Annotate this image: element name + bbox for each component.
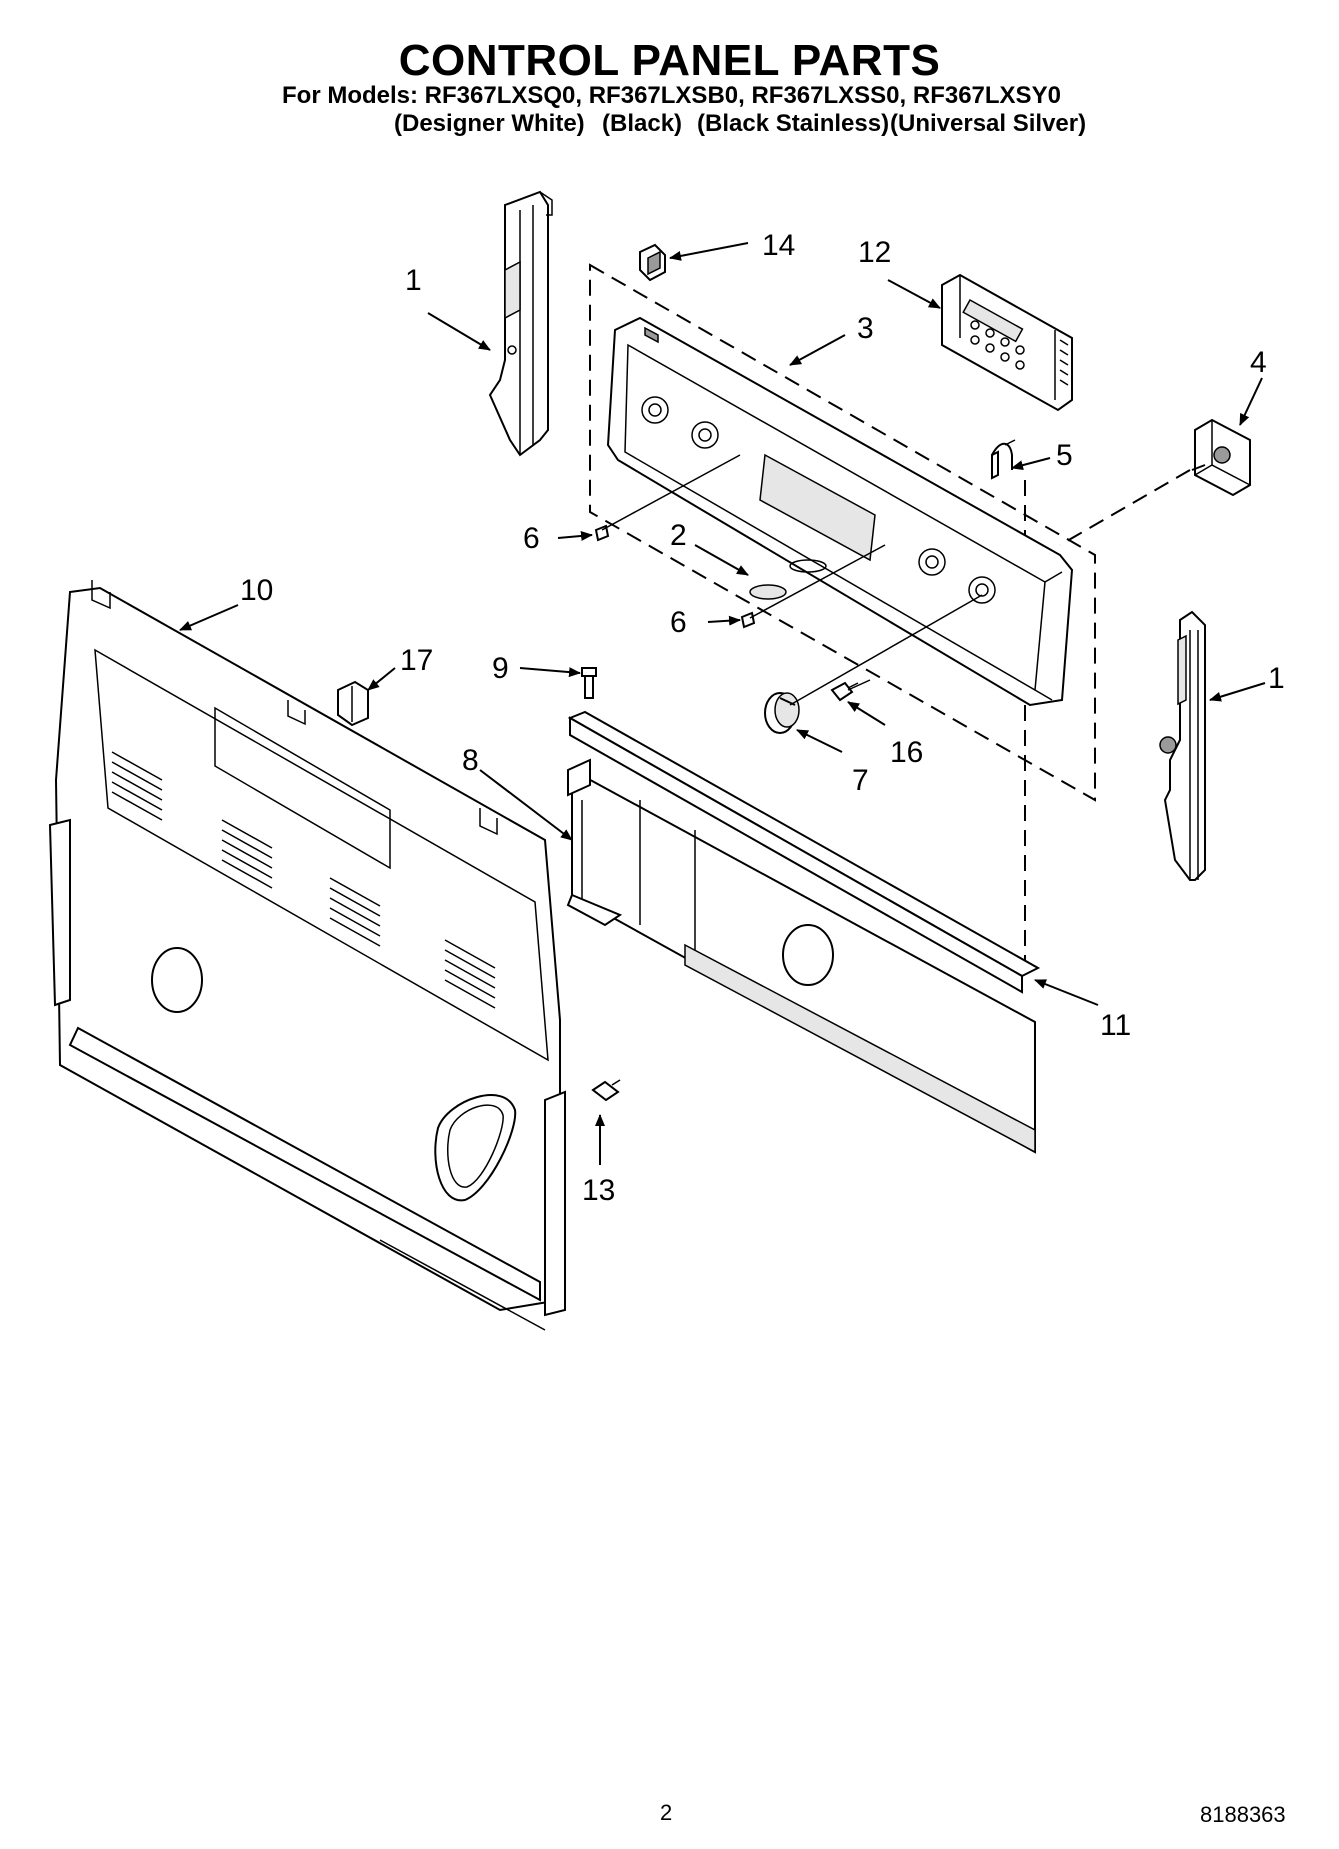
part-4-infinite-switch: [1191, 418, 1251, 497]
callout-3: 3: [857, 312, 874, 345]
page-title: CONTROL PANEL PARTS: [398, 36, 941, 85]
part-3-control-panel: [606, 316, 1074, 707]
callout-4: 4: [1250, 346, 1267, 379]
part-8-panel: [566, 758, 1036, 1154]
part-16-screw: [830, 681, 859, 702]
callout-1-left: 1: [405, 264, 422, 297]
part-11-rail: [567, 710, 1041, 994]
callout-6-upper: 6: [523, 522, 540, 555]
leader-lines: [179, 242, 1266, 1165]
color-black-stainless: (Black Stainless): [697, 110, 890, 137]
callout-10: 10: [240, 574, 273, 607]
callout-8: 8: [462, 744, 479, 777]
document-number: 8188363: [1200, 1802, 1286, 1827]
callout-12: 12: [858, 236, 891, 269]
part-2-badge: [749, 584, 787, 600]
part-13-screw: [591, 1079, 621, 1102]
part-14-switch: [639, 243, 666, 282]
color-designer-white: (Designer White): [394, 110, 585, 137]
callout-7: 7: [852, 764, 869, 797]
callout-6-lower: 6: [670, 606, 687, 639]
callout-2: 2: [670, 519, 687, 552]
callout-14: 14: [762, 229, 795, 262]
color-black: (Black): [602, 110, 683, 137]
callout-17: 17: [400, 644, 433, 677]
part-10-back-panel: [48, 580, 566, 1331]
color-universal-silver: (Universal Silver): [890, 110, 1087, 137]
models-line: For Models: RF367LXSQ0, RF367LXSB0, RF36…: [282, 82, 1061, 109]
callout-9: 9: [492, 652, 509, 685]
callout-5: 5: [1056, 439, 1073, 472]
part-6-screws: [594, 524, 756, 629]
callout-16: 16: [890, 736, 923, 769]
part-9-screw: [581, 667, 597, 699]
part-1-left-end-cap: [488, 190, 553, 457]
part-5-indicator: [991, 439, 1016, 480]
explode-lines: [601, 454, 983, 706]
callout-11: 11: [1100, 1009, 1131, 1042]
part-12-electronic-control: [941, 273, 1073, 412]
part-1-right-end-cap: [1159, 610, 1206, 881]
page-number: 2: [660, 1800, 673, 1825]
callout-13: 13: [582, 1174, 615, 1207]
part-7-knob: [764, 692, 800, 734]
part-17-clip: [337, 680, 369, 727]
callout-1-right: 1: [1268, 662, 1285, 695]
